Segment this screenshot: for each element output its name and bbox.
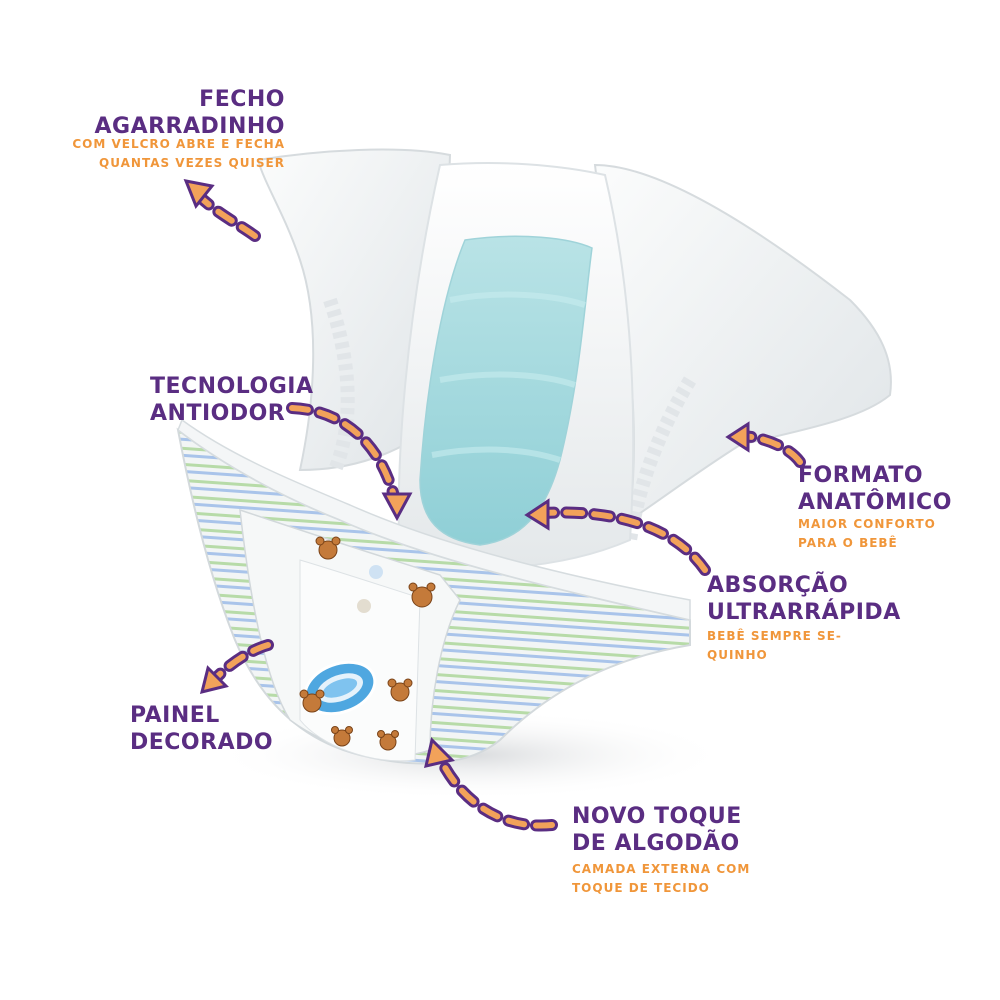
novo-title-line-2: DE ALGODÃO xyxy=(572,831,740,856)
fecho-subtitle: COM VELCRO ABRE E FECHA QUANTAS VEZES QU… xyxy=(72,135,285,173)
formato-subtitle-line-1: MAIOR CONFORTO xyxy=(798,517,936,531)
fecho-title: FECHO AGARRADINHO xyxy=(95,86,286,140)
novo-subtitle: CAMADA EXTERNA COM TOQUE DE TECIDO xyxy=(572,860,750,898)
fecho-subtitle-line-2: QUANTAS VEZES QUISER xyxy=(99,156,285,170)
fecho-title-line-2: AGARRADINHO xyxy=(94,114,285,139)
fecho-subtitle-line-1: COM VELCRO ABRE E FECHA xyxy=(72,137,285,151)
novo-title-line-1: NOVO TOQUE xyxy=(572,804,742,829)
painel-title: PAINEL DECORADO xyxy=(130,702,273,756)
absorcao-title: ABSORÇÃO ULTRARRÁPIDA xyxy=(707,572,901,626)
formato-title: FORMATO ANATÔMICO xyxy=(798,462,952,516)
absorcao-subtitle-line-1: BEBÊ SEMPRE SE- xyxy=(707,629,842,643)
tecnologia-title-line-2: ANTIODOR xyxy=(150,401,286,426)
absorcao-subtitle: BEBÊ SEMPRE SE- QUINHO xyxy=(707,627,842,665)
tecnologia-title: TECNOLOGIA ANTIODOR xyxy=(150,373,314,427)
left-wing xyxy=(256,148,452,472)
absorbent-core xyxy=(419,235,593,546)
formato-title-line-1: FORMATO xyxy=(798,463,924,488)
absorcao-title-line-2: ULTRARRÁPIDA xyxy=(707,600,901,625)
novo-title: NOVO TOQUE DE ALGODÃO xyxy=(572,803,742,857)
formato-title-line-2: ANATÔMICO xyxy=(798,490,952,515)
absorcao-title-line-1: ABSORÇÃO xyxy=(707,573,849,598)
dashed-arrow-icon xyxy=(183,179,806,832)
formato-subtitle: MAIOR CONFORTO PARA O BEBÊ xyxy=(798,515,936,553)
absorcao-subtitle-line-2: QUINHO xyxy=(707,648,768,662)
bear-print-icon xyxy=(299,536,436,751)
novo-subtitle-line-2: TOQUE DE TECIDO xyxy=(572,881,710,895)
novo-subtitle-line-1: CAMADA EXTERNA COM xyxy=(572,862,751,876)
fecho-title-line-1: FECHO xyxy=(199,87,285,112)
painel-title-line-1: PAINEL xyxy=(130,703,220,728)
formato-subtitle-line-2: PARA O BEBÊ xyxy=(798,536,898,550)
painel-title-line-2: DECORADO xyxy=(130,730,274,755)
tecnologia-title-line-1: TECNOLOGIA xyxy=(150,374,314,399)
